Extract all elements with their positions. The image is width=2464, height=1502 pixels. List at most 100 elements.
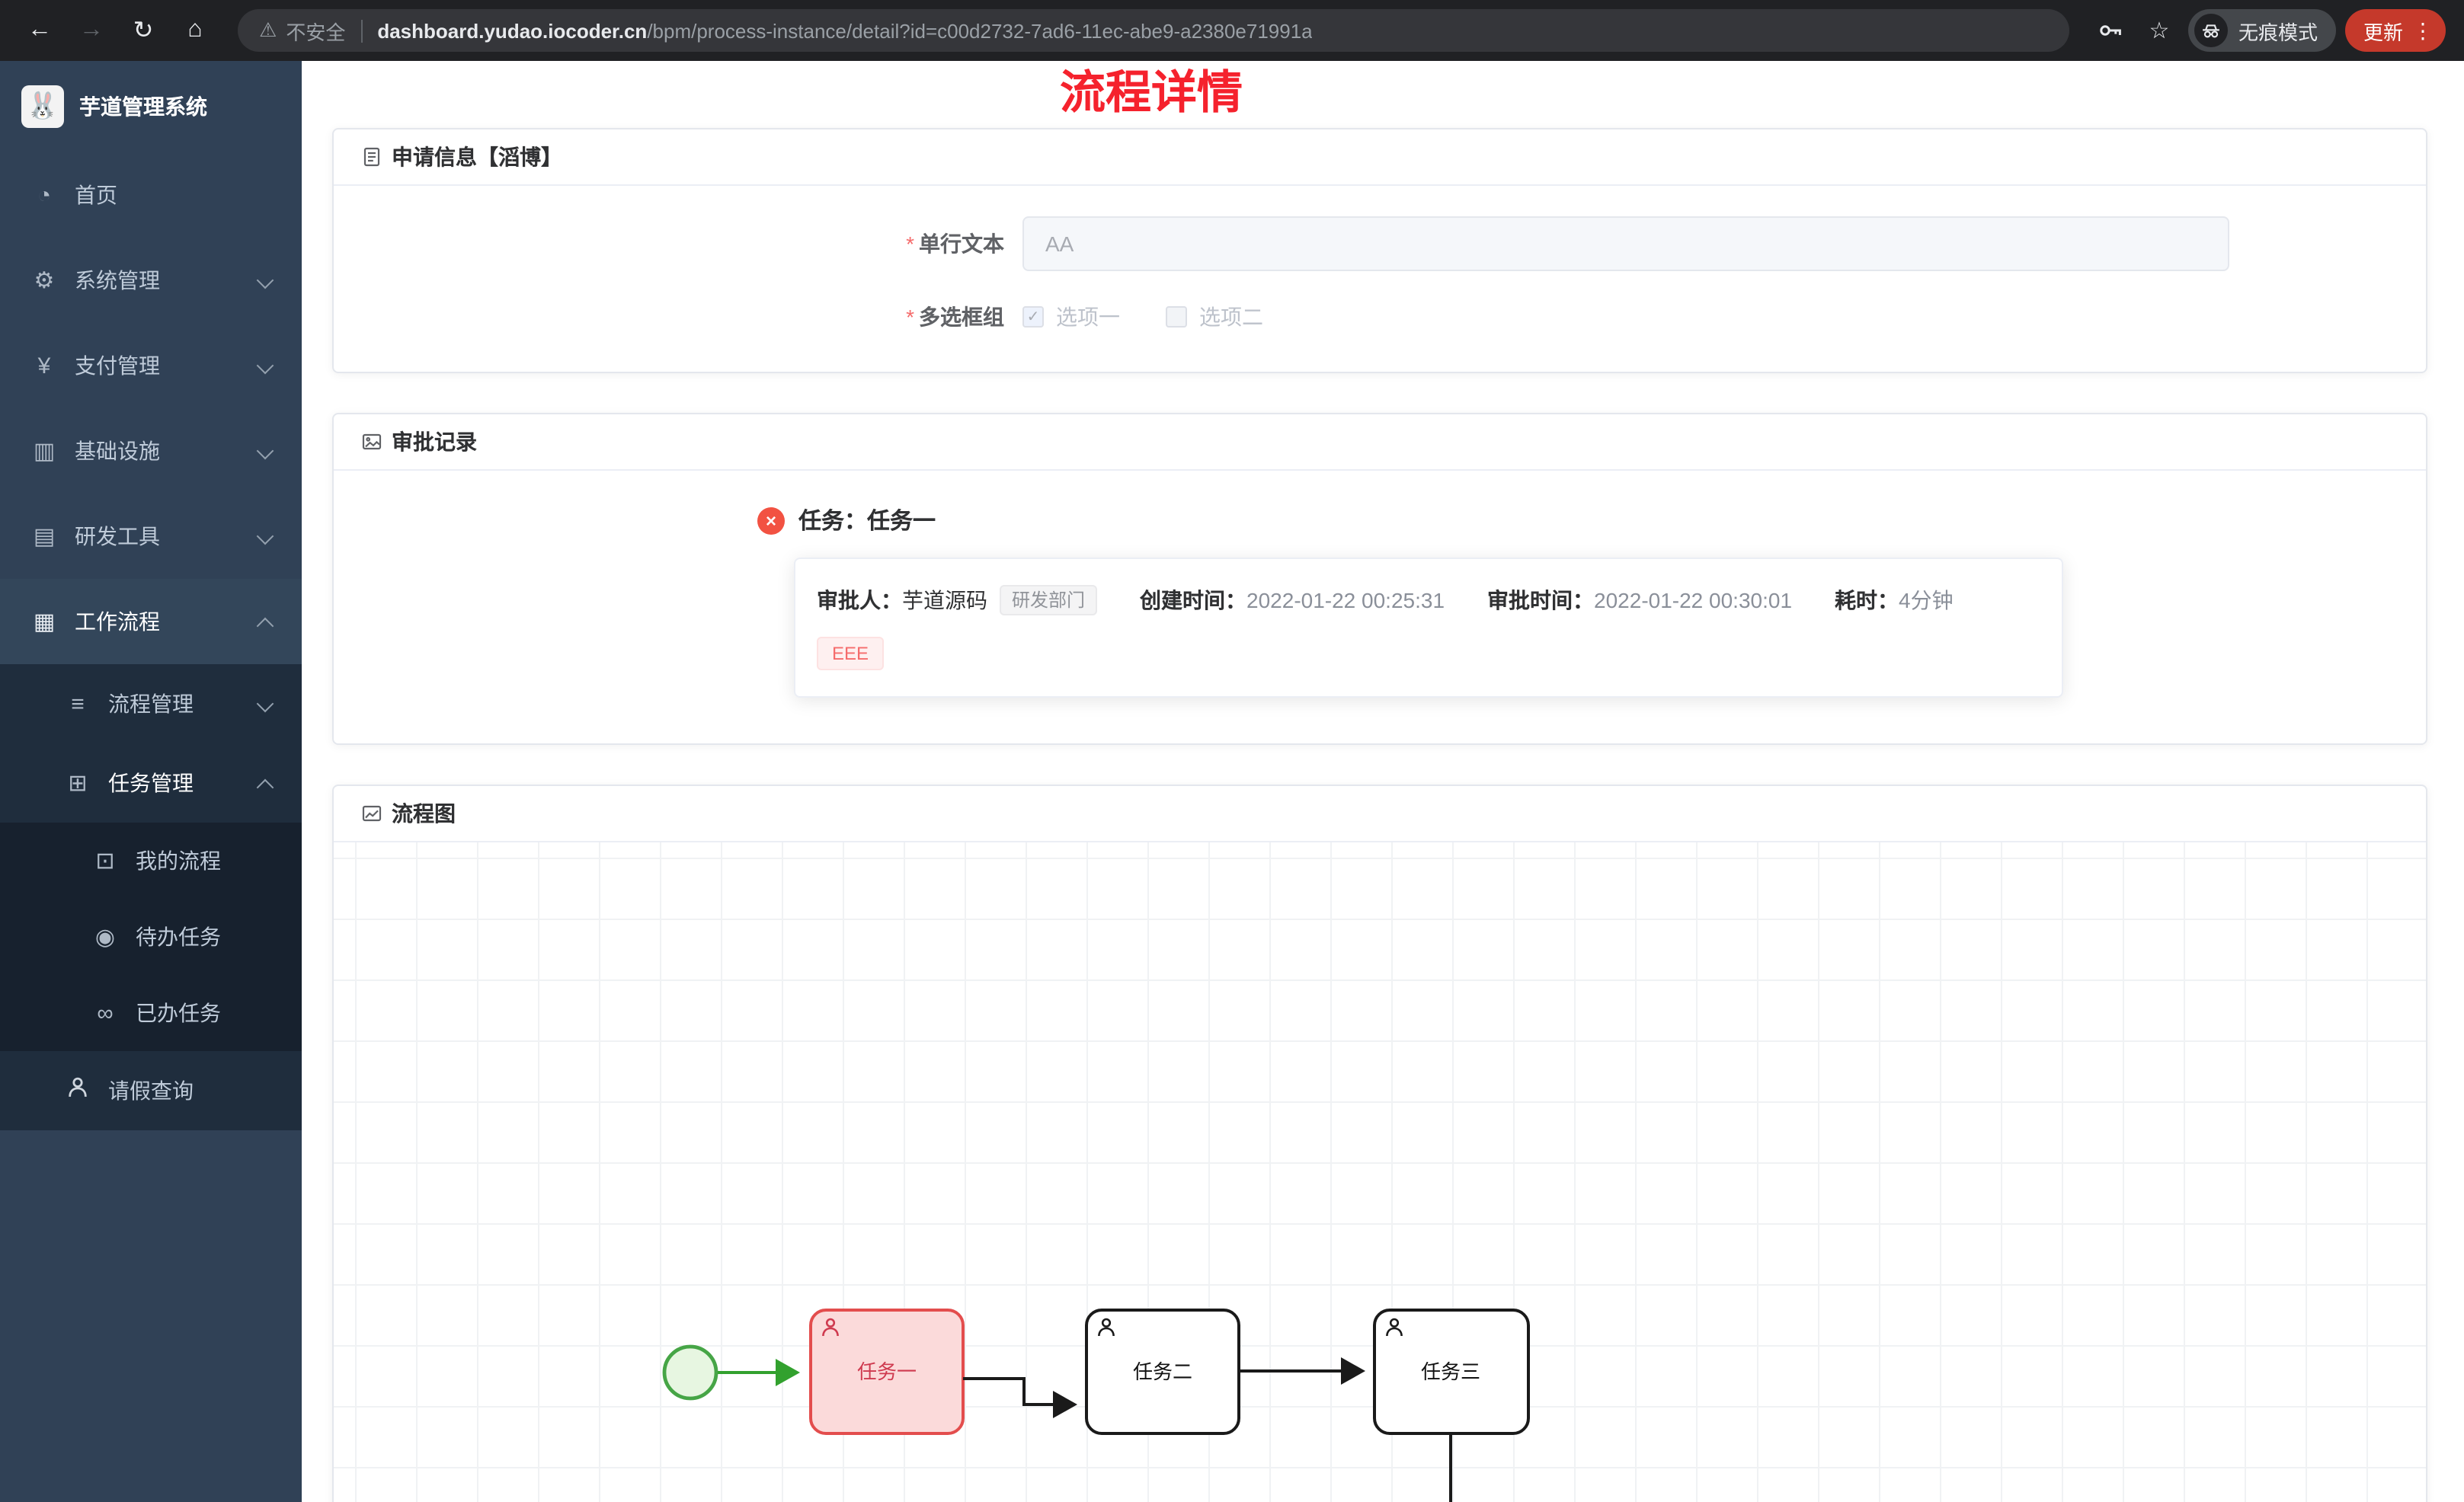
sidebar-item-process-management[interactable]: ≡ 流程管理 [0, 664, 302, 743]
bpmn-canvas[interactable]: 任务一 任务二 [334, 842, 2426, 1502]
task-node-1[interactable]: 任务一 [809, 1309, 965, 1435]
chrome-update-button[interactable]: 更新 ⋮ [2344, 9, 2446, 52]
url-text: dashboard.yudao.iocoder.cn/bpm/process-i… [360, 19, 1313, 42]
forward-icon[interactable]: → [79, 17, 104, 43]
sidebar-item-system[interactable]: ⚙ 系统管理 [0, 238, 302, 323]
comment-tag: EEE [817, 637, 885, 670]
form-row-checkbox-group: *多选框组 ✓ 选项一 选项二 [806, 302, 2395, 332]
required-mark: * [906, 232, 914, 256]
app-logo-row[interactable]: 🐰 芋道管理系统 [0, 61, 302, 152]
sequence-flow-task1-to-task2 [963, 1377, 1077, 1418]
sidebar-item-label: 首页 [75, 183, 117, 207]
process-diagram-card-header: 流程图 [334, 786, 2426, 842]
duration-value: 4分钟 [1899, 588, 1954, 612]
process-icon: ⊡ [95, 848, 115, 874]
key-icon[interactable] [2091, 11, 2130, 50]
main-content: 流程详情 申请信息【滔博】 *单行文本 *多选框组 [302, 61, 2464, 1502]
apply-info-card-body: *单行文本 *多选框组 ✓ 选项一 选项二 [334, 186, 2426, 372]
chevron-down-icon [256, 442, 274, 460]
sidebar-item-label: 工作流程 [75, 609, 160, 634]
chevron-up-icon [256, 778, 274, 796]
sidebar-item-payment[interactable]: ¥ 支付管理 [0, 323, 302, 408]
refresh-icon[interactable]: ↻ [133, 18, 154, 44]
approver-group: 审批人： 芋道源码 研发部门 [817, 585, 1098, 615]
approval-record-meta: 审批人： 芋道源码 研发部门 创建时间： 2022-01-22 00:25:31… [817, 585, 2040, 615]
created-time-group: 创建时间： 2022-01-22 00:25:31 [1140, 585, 1445, 615]
records-icon [361, 431, 382, 452]
sidebar-item-leave-query[interactable]: 请假查询 [0, 1051, 302, 1130]
process-diagram-card-title: 流程图 [392, 801, 456, 826]
task-node-2[interactable]: 任务二 [1085, 1309, 1240, 1435]
sidebar-item-home[interactable]: ◔ 首页 [0, 152, 302, 238]
yen-icon: ¥ [37, 353, 51, 379]
duration-group: 耗时： 4分钟 [1835, 585, 1954, 615]
created-label: 创建时间： [1140, 588, 1247, 612]
incognito-badge: 无痕模式 [2187, 9, 2336, 52]
sidebar-item-label: 已办任务 [136, 1001, 221, 1025]
checkbox-option-1[interactable]: ✓ 选项一 [1022, 302, 1120, 332]
sidebar-item-workflow[interactable]: ▦ 工作流程 [0, 579, 302, 664]
duration-label: 耗时： [1835, 588, 1899, 612]
sidebar-menu: ◔ 首页 ⚙ 系统管理 ¥ 支付管理 ▥ 基础设施 [0, 152, 302, 1130]
back-icon[interactable]: ← [27, 17, 52, 43]
apply-info-card-header: 申请信息【滔博】 [334, 129, 2426, 186]
approved-time-group: 审批时间： 2022-01-22 00:30:01 [1487, 585, 1792, 615]
update-label: 更新 [2363, 21, 2403, 43]
person-icon [61, 1077, 94, 1104]
approval-comment-row: EEE [817, 637, 2040, 670]
page-title: 流程详情 [1060, 69, 1243, 119]
incognito-icon [2194, 14, 2228, 47]
sidebar-item-label: 基础设施 [75, 439, 160, 463]
field-label: *单行文本 [806, 228, 1004, 259]
toolbox-icon: ▤ [33, 524, 56, 550]
warning-icon: ⚠ [259, 18, 277, 41]
chevron-down-icon [256, 356, 274, 375]
browser-toolbar: ← → ↻ ⌂ ⚠ 不安全 dashboard.yudao.iocoder.cn… [0, 0, 2464, 61]
sidebar-item-label: 待办任务 [136, 925, 221, 949]
sidebar-item-my-process[interactable]: ⊡ 我的流程 [0, 823, 302, 899]
rejected-status-icon: × [757, 507, 785, 534]
sidebar-item-label: 请假查询 [108, 1079, 194, 1103]
monitor-icon: ▥ [33, 439, 56, 465]
eye-icon: ◉ [94, 925, 116, 951]
form-row-text: *单行文本 [806, 216, 2395, 271]
tasks-icon: ⊞ [68, 771, 88, 797]
task-node-label: 任务一 [857, 1360, 917, 1383]
approval-record-card-title: 审批记录 [392, 430, 477, 454]
sidebar-item-done-tasks[interactable]: ∞ 已办任务 [0, 975, 302, 1051]
approval-record-detail: 审批人： 芋道源码 研发部门 创建时间： 2022-01-22 00:25:31… [794, 558, 2063, 698]
single-line-text-input[interactable] [1022, 216, 2229, 271]
address-bar[interactable]: ⚠ 不安全 dashboard.yudao.iocoder.cn/bpm/pro… [238, 9, 2069, 52]
home-icon[interactable]: ⌂ [187, 17, 203, 43]
sidebar-item-task-management[interactable]: ⊞ 任务管理 [0, 743, 302, 823]
sidebar-item-label: 支付管理 [75, 353, 160, 378]
diagram-icon [361, 803, 382, 824]
bookmark-star-icon[interactable]: ☆ [2149, 18, 2170, 44]
sidebar-item-label: 任务管理 [108, 771, 194, 795]
chevron-down-icon [256, 695, 274, 713]
incognito-label: 无痕模式 [2238, 21, 2318, 43]
url-host: dashboard.yudao.iocoder.cn [377, 19, 648, 42]
gear-icon: ⚙ [34, 268, 55, 294]
task-submenu: ⊡ 我的流程 ◉ 待办任务 ∞ 已办任务 [0, 823, 302, 1051]
approval-record-card-header: 审批记录 [334, 414, 2426, 471]
start-event[interactable] [662, 1344, 718, 1401]
approval-record-card-body: × 任务：任务一 审批人： 芋道源码 研发部门 [334, 471, 2426, 743]
security-label: 不安全 [286, 21, 346, 43]
task-node-label: 任务二 [1133, 1360, 1192, 1383]
sidebar-item-label: 流程管理 [108, 692, 194, 716]
list-icon: ≡ [71, 691, 85, 717]
approver-label: 审批人： [817, 588, 902, 612]
apply-info-card-title: 申请信息【滔博】 [392, 145, 562, 169]
app-title: 芋道管理系统 [79, 94, 207, 119]
chevron-down-icon [256, 271, 274, 289]
logo-icon: 🐰 [21, 85, 64, 128]
required-mark: * [906, 305, 914, 329]
approval-record-card: 审批记录 × 任务：任务一 审批人： 芋道源码 [332, 413, 2427, 745]
sidebar-item-devtools[interactable]: ▤ 研发工具 [0, 494, 302, 579]
url-path: /bpm/process-instance/detail?id=c00d2732… [647, 19, 1313, 42]
task-node-3[interactable]: 任务三 [1373, 1309, 1530, 1435]
sidebar-item-infrastructure[interactable]: ▥ 基础设施 [0, 408, 302, 494]
sidebar-item-todo-tasks[interactable]: ◉ 待办任务 [0, 899, 302, 975]
checkbox-option-2[interactable]: 选项二 [1166, 302, 1263, 332]
